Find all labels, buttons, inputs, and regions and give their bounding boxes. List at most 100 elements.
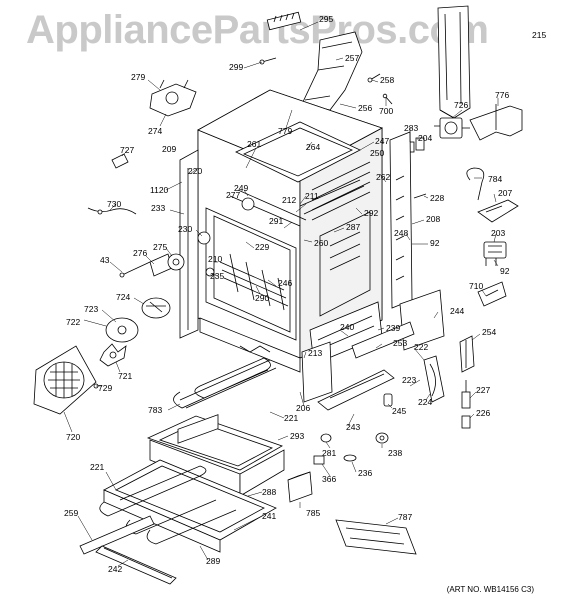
callout: 277 [226, 190, 240, 200]
callout: 245 [392, 406, 406, 416]
callout: 366 [322, 474, 336, 484]
fan-plate-724 [141, 297, 171, 319]
callout: 260 [314, 238, 328, 248]
callout: 243 [346, 422, 360, 432]
callout: 274 [148, 126, 162, 136]
callout: 279 [131, 72, 145, 82]
callout: 211 [305, 191, 319, 201]
broil-element-221 [99, 465, 207, 517]
clip-727 [111, 153, 129, 169]
callout: 299 [229, 62, 243, 72]
drawer-rail-259 [79, 515, 155, 555]
callout: 222 [414, 342, 428, 352]
rod-43 [119, 261, 151, 278]
callout: 229 [255, 242, 269, 252]
screw-299 [259, 57, 277, 65]
callout: 208 [426, 214, 440, 224]
callout: 209 [162, 144, 176, 154]
callout: 212 [282, 195, 296, 205]
fan-blade [99, 343, 127, 367]
callout: 787 [398, 512, 412, 522]
callout: 254 [482, 327, 496, 337]
part-245 [383, 393, 393, 407]
callout: 242 [108, 564, 122, 574]
terminal-block [483, 241, 507, 266]
drawer-front-242 [95, 545, 177, 585]
cover-722 [105, 317, 139, 343]
callout: 233 [151, 203, 165, 213]
sensor-227 [461, 380, 471, 409]
callout: 1120 [150, 185, 169, 195]
side-panel-right [389, 131, 413, 309]
callout: 250 [370, 148, 384, 158]
callout: 228 [430, 193, 444, 203]
callout: 785 [306, 508, 320, 518]
callout: 776 [495, 90, 509, 100]
side-trim-panel [437, 5, 471, 119]
callout: 290 [255, 293, 269, 303]
part-238 [375, 432, 389, 444]
wire-730 [87, 207, 137, 215]
callout: 220 [188, 166, 202, 176]
callout: 295 [319, 14, 333, 24]
callout: 710 [469, 281, 483, 291]
callout: 720 [66, 432, 80, 442]
bracket-254 [459, 335, 475, 373]
part-785 [287, 471, 313, 503]
callout: 249 [234, 183, 248, 193]
callout: 779 [278, 126, 292, 136]
callout: 730 [107, 199, 121, 209]
callout: 722 [66, 317, 80, 327]
callout: 289 [206, 556, 220, 566]
vent-grille [266, 11, 302, 31]
leader-lines [63, 21, 499, 567]
callout: 293 [290, 431, 304, 441]
callout: 235 [210, 271, 224, 281]
oven-body [179, 89, 384, 403]
callout: 700 [379, 106, 393, 116]
callout: 221 [284, 413, 298, 423]
callout: 204 [418, 133, 432, 143]
callout: 275 [153, 242, 167, 252]
latch-710 [477, 281, 507, 307]
part-366 [313, 455, 325, 465]
callout: 259 [64, 508, 78, 518]
callout: 226 [476, 408, 490, 418]
callout: 227 [476, 385, 490, 395]
sensor-226 [461, 415, 471, 429]
callout: 92 [500, 266, 510, 276]
bake-element [173, 345, 277, 409]
callout: 253 [393, 338, 407, 348]
part-253 [351, 321, 415, 359]
bracket-207 [477, 199, 519, 223]
screw-228 [413, 193, 427, 199]
callout: 291 [269, 216, 283, 226]
callout: 244 [450, 306, 464, 316]
callout: 292 [364, 208, 378, 218]
callout: 221 [90, 462, 104, 472]
screw-700 [382, 93, 393, 105]
callout: 288 [262, 487, 276, 497]
callout: 256 [358, 103, 372, 113]
callout: 239 [386, 323, 400, 333]
callout: 262 [376, 172, 390, 182]
callout: 258 [380, 75, 394, 85]
art-number: (ART NO. WB14156 C3) [446, 585, 534, 594]
callout: 203 [491, 228, 505, 238]
callout: 43 [100, 255, 110, 265]
callout: 724 [116, 292, 130, 302]
fan-cover-720 [33, 345, 97, 415]
callout: 281 [322, 448, 336, 458]
callout: 726 [454, 100, 468, 110]
callout: 240 [340, 322, 354, 332]
part-281 [320, 433, 332, 443]
oven-bottom-293 [146, 414, 283, 471]
callout: 224 [418, 397, 432, 407]
callout: 257 [345, 53, 359, 63]
callout: 287 [346, 222, 360, 232]
callout: 215 [532, 30, 546, 40]
burner-tube [317, 369, 395, 411]
igniter-bracket [149, 79, 197, 117]
top-vent-bracket [301, 31, 363, 111]
